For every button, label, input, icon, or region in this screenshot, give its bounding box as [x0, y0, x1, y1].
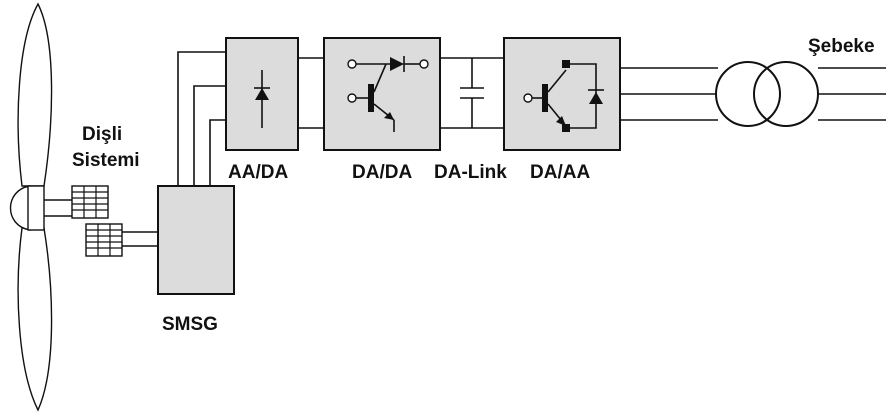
hub-body: [27, 185, 45, 231]
dc-dc-converter: [323, 37, 441, 151]
grid-label: Şebeke: [808, 36, 875, 57]
rotor-hub: [9, 185, 31, 231]
gear-system: [44, 185, 158, 257]
gear-1: [71, 185, 109, 219]
transformer: [715, 61, 819, 127]
inverter-output-lines: [620, 67, 718, 121]
dc-ac-box: [503, 37, 621, 151]
turbine-rotor: [9, 2, 53, 412]
smsg-generator-box: [157, 185, 235, 295]
smsg-label: SMSG: [162, 314, 218, 335]
dc-dc-label: DA/DA: [352, 162, 412, 183]
upper-blade: [17, 2, 53, 187]
dc-link: [440, 57, 504, 129]
gear-2: [85, 223, 123, 257]
gear-system-label-line2: Sistemi: [72, 150, 140, 171]
rectifier-block: [225, 37, 299, 151]
ac-dc-label: AA/DA: [228, 162, 288, 183]
dc-link-label: DA-Link: [434, 162, 507, 183]
grid-lines: [818, 67, 886, 121]
transformer-primary: [715, 61, 781, 127]
inverter-block: [503, 37, 621, 151]
dc-ac-label: DA/AA: [530, 162, 590, 183]
lower-blade: [17, 227, 53, 412]
dc-dc-box: [323, 37, 441, 151]
gear-system-label-line1: Dişli: [82, 124, 122, 145]
generator-output-lines: [177, 51, 226, 186]
